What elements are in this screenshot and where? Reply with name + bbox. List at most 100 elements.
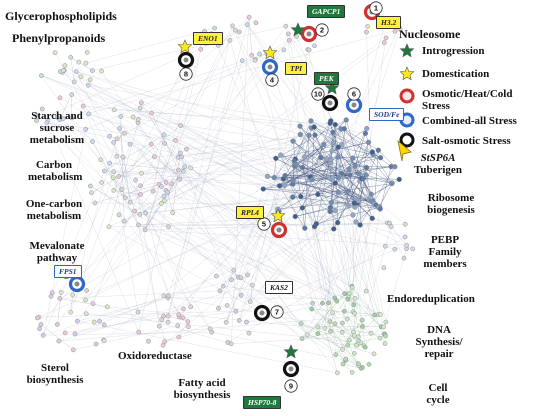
network-edge	[390, 226, 407, 246]
network-node	[315, 331, 321, 336]
network-edge	[57, 210, 135, 325]
network-node	[282, 173, 288, 179]
network-edge	[302, 167, 317, 224]
network-node	[383, 319, 389, 325]
network-edge	[246, 24, 315, 128]
network-edge	[267, 176, 339, 193]
network-node	[328, 156, 334, 163]
network-node	[146, 338, 151, 344]
network-node	[38, 322, 44, 327]
network-node	[351, 200, 357, 206]
network-node	[335, 189, 341, 195]
network-edge	[63, 70, 392, 227]
network-edge	[351, 286, 375, 316]
network-edge	[295, 164, 302, 197]
network-edge	[88, 113, 381, 210]
network-edge	[113, 143, 152, 191]
network-node	[381, 265, 387, 270]
network-edge	[59, 94, 72, 120]
network-node	[306, 47, 312, 53]
network-edge	[70, 57, 239, 278]
network-edge	[337, 27, 400, 158]
network-edge	[90, 185, 140, 215]
network-node	[188, 304, 193, 310]
network-node	[340, 347, 345, 352]
network-node	[381, 324, 387, 330]
network-node	[60, 116, 66, 121]
network-edge	[154, 156, 335, 299]
network-node	[327, 165, 333, 172]
network-node	[227, 38, 233, 43]
network-edge	[46, 122, 370, 200]
gene-9-number: 9	[289, 382, 293, 391]
network-node	[246, 14, 252, 20]
network-edge	[101, 70, 239, 278]
network-node	[299, 336, 305, 341]
network-node	[330, 129, 336, 135]
network-edge	[138, 224, 348, 300]
network-edge	[235, 198, 356, 312]
network-node	[161, 293, 167, 299]
network-node	[182, 164, 187, 169]
network-node	[344, 189, 350, 196]
network-edge	[216, 275, 363, 368]
network-node	[355, 198, 362, 204]
label-dna-line3: repair	[424, 348, 454, 360]
network-node	[349, 285, 355, 290]
network-node	[308, 118, 314, 124]
network-node	[322, 325, 328, 331]
network-edge	[302, 207, 317, 224]
label-tuberigen-line: Tuberigen	[414, 164, 462, 176]
network-node	[165, 313, 171, 319]
network-node	[352, 333, 357, 338]
network-edge	[92, 38, 204, 304]
network-edge	[277, 211, 354, 305]
network-node	[87, 77, 93, 82]
network-edge	[352, 157, 367, 168]
network-edge	[186, 40, 290, 150]
network-edge	[324, 328, 338, 373]
network-node	[378, 155, 384, 161]
network-edge	[301, 323, 357, 346]
stsp6a-arrow-icon	[397, 139, 412, 162]
network-node	[135, 309, 141, 315]
network-edge	[379, 182, 393, 208]
network-node	[298, 194, 304, 200]
network-edge	[92, 303, 232, 344]
network-edge	[163, 274, 248, 346]
network-node	[297, 131, 303, 138]
network-edge	[65, 314, 179, 334]
network-node	[70, 292, 76, 298]
network-edge	[302, 154, 374, 209]
network-edge	[113, 190, 337, 302]
network-edge	[250, 222, 338, 302]
network-node	[180, 168, 186, 174]
network-node	[142, 227, 148, 233]
network-edge	[317, 297, 335, 334]
network-node	[368, 330, 374, 336]
network-node	[231, 267, 237, 273]
gene-10-number-badge	[311, 87, 325, 101]
network-node	[359, 317, 365, 323]
network-node	[278, 152, 284, 158]
network-edge	[383, 248, 407, 328]
label-one-carbon-line2: metabolism	[26, 210, 82, 222]
network-edge	[346, 152, 373, 320]
network-edge	[307, 312, 333, 335]
network-node	[332, 208, 338, 214]
network-node	[352, 311, 357, 316]
network-node	[309, 177, 315, 183]
network-edge	[124, 120, 331, 222]
network-node	[340, 320, 345, 326]
network-node	[362, 130, 369, 137]
network-edge	[186, 134, 316, 150]
network-edge	[313, 126, 364, 179]
network-node	[214, 273, 219, 279]
legend-osmotic-line2: Stress	[422, 100, 450, 112]
network-node	[133, 177, 138, 183]
network-node	[99, 180, 105, 185]
network-node	[212, 25, 217, 31]
label-pebp: PEBP Family members	[420, 234, 470, 270]
network-node	[332, 321, 338, 327]
introgression-star-icon	[290, 22, 306, 37]
